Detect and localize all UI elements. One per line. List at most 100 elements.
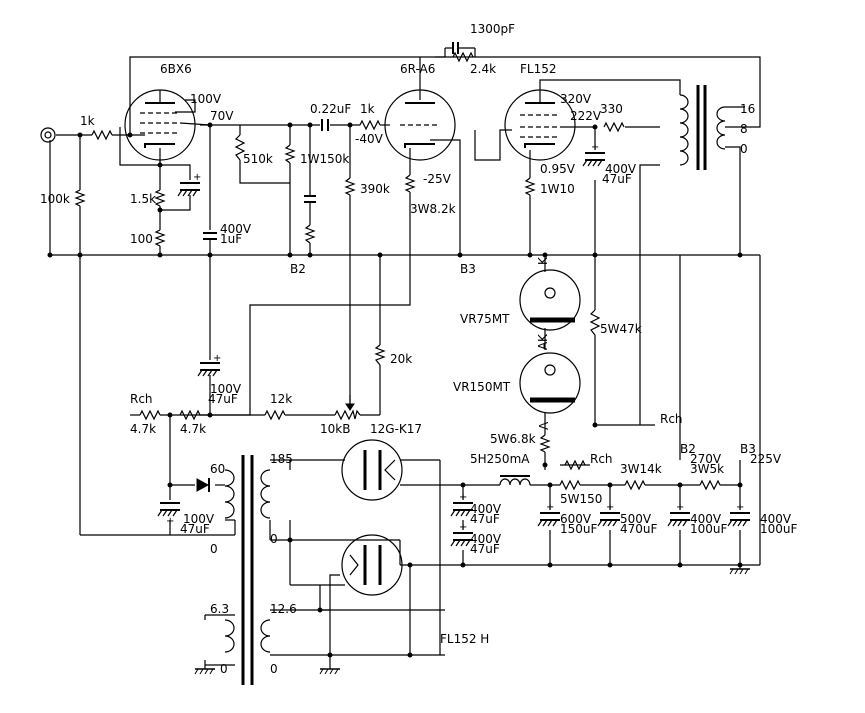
label-b3-b: B3 [740, 442, 756, 456]
label-h0a: 0 [220, 662, 228, 676]
label-tap16: 16 [740, 102, 755, 116]
label-r-5w150: 5W150 [560, 492, 602, 506]
tube-6bx6 [124, 89, 211, 165]
tube-6r-a6 [384, 89, 456, 161]
label-v2-cath: -25V [423, 172, 452, 186]
label-c100v: 100V [183, 512, 215, 526]
label-rch1: Rch [130, 392, 153, 406]
capacitors: + + + + + [157, 42, 750, 547]
label-h63: 6.3 [210, 602, 229, 616]
label-6bx6: 6BX6 [160, 62, 192, 76]
label-r-12k: 12k [270, 392, 292, 406]
label-c600v: 600V [560, 512, 592, 526]
svg-text:+: + [736, 502, 744, 513]
svg-text:+: + [459, 492, 467, 503]
label-r-5w68: 5W6.8k [490, 432, 536, 446]
label-r-1w150: 1W150k [300, 152, 349, 166]
label-c-400-47: 400V [605, 162, 637, 176]
diode-icon [196, 478, 210, 492]
label-c100uf-a: 100uF [690, 522, 728, 536]
label-c47uf-c: 47uF [180, 522, 210, 536]
label-r-5w47: 5W47k [600, 322, 642, 336]
label-v3-screen: 222V [570, 109, 602, 123]
label-v225: 225V [750, 452, 782, 466]
svg-text:+: + [166, 516, 174, 527]
label-r-v1-cath2: 100 [130, 232, 153, 246]
tube-12g-k17-b [341, 534, 403, 596]
tube-vr75mt [519, 269, 581, 331]
label-tap0: 0 [740, 142, 748, 156]
label-v3-plate: 320V [560, 92, 592, 106]
label-b2-a: B2 [290, 262, 306, 276]
label-c500v: 500V [620, 512, 652, 526]
choke-5h [499, 475, 531, 486]
svg-text:+: + [591, 142, 599, 153]
label-c-1uf: 1uF [220, 232, 242, 246]
label-v3-cath: 0.95V [540, 162, 576, 176]
label-sec0a: 0 [210, 542, 218, 556]
ground-icons [194, 564, 751, 675]
label-sec0b: 0 [270, 532, 278, 546]
label-c-100v: 100V [210, 382, 242, 396]
label-r-3w5: 3W5k [690, 462, 724, 476]
label-fl152h: FL152 H [440, 632, 489, 646]
label-r-510: 510k [243, 152, 273, 166]
svg-text:+: + [459, 522, 467, 533]
label-6r-a6: 6R-A6 [400, 62, 435, 76]
label-c470uf: 470uF [620, 522, 658, 536]
potentiometer [334, 395, 361, 421]
label-c47uf-e: 47uF [470, 542, 500, 556]
label-c-400-1: 400V [220, 222, 252, 236]
label-tap8: 8 [740, 122, 748, 136]
label-r-1w10: 1W10 [540, 182, 575, 196]
label-v270: 270V [690, 452, 722, 466]
svg-text:+: + [213, 353, 221, 364]
label-c400v-d: 400V [760, 512, 792, 526]
tube-12g-k17-a [341, 439, 403, 501]
label-r-3w14: 3W14k [620, 462, 662, 476]
power-transformer [224, 455, 290, 685]
output-transformer [679, 85, 726, 170]
label-a1: A [536, 341, 550, 350]
label-sec60: 60 [210, 462, 225, 476]
svg-text:+: + [606, 502, 614, 513]
label-r-1k-b: 1k [360, 102, 375, 116]
label-sec185: 185 [270, 452, 293, 466]
label-c-022: 0.22uF [310, 102, 351, 116]
label-c400v-a: 400V [470, 502, 502, 516]
label-12g-k17: 12G-K17 [370, 422, 422, 436]
input-jack-icon [40, 127, 56, 143]
label-r-grid: 100k [40, 192, 70, 206]
resistors [74, 51, 721, 491]
label-vr75mt: VR75MT [460, 312, 510, 326]
label-v2-grid: -40V [355, 132, 384, 146]
label-r-v1-cath1: 1.5k [130, 192, 156, 206]
label-k1: K [536, 256, 550, 265]
label-c400v-b: 400V [470, 532, 502, 546]
label-r-330: 330 [600, 102, 623, 116]
label-rch3: Rch [590, 452, 613, 466]
label-h126: 12.6 [270, 602, 297, 616]
label-c400v-c: 400V [690, 512, 722, 526]
labels: 6BX6 6R-A6 FL152 12G-K17 VR75MT VR150MT … [40, 22, 798, 676]
label-ch-5h: 5H250mA [470, 452, 530, 466]
label-vr150mt: VR150MT [453, 380, 511, 394]
label-c-fb: 1300pF [470, 22, 515, 36]
label-c47uf-d: 47uF [470, 512, 500, 526]
label-r-in: 1k [80, 114, 95, 128]
svg-text:+: + [676, 502, 684, 513]
label-fl152: FL152 [520, 62, 557, 76]
label-b2-b: B2 [680, 442, 696, 456]
label-c100uf-b: 100uF [760, 522, 798, 536]
label-r-3w82: 3W8.2k [410, 202, 456, 216]
svg-text:+: + [546, 502, 554, 513]
label-r-47a: 4.7k [130, 422, 156, 436]
label-v1-screen: 70V [210, 109, 234, 123]
label-b3-a: B3 [460, 262, 476, 276]
tube-fl152 [504, 88, 576, 161]
label-rch2: Rch [660, 412, 683, 426]
label-r-390: 390k [360, 182, 390, 196]
svg-text:+: + [193, 172, 201, 183]
label-r-47b: 4.7k [180, 422, 206, 436]
